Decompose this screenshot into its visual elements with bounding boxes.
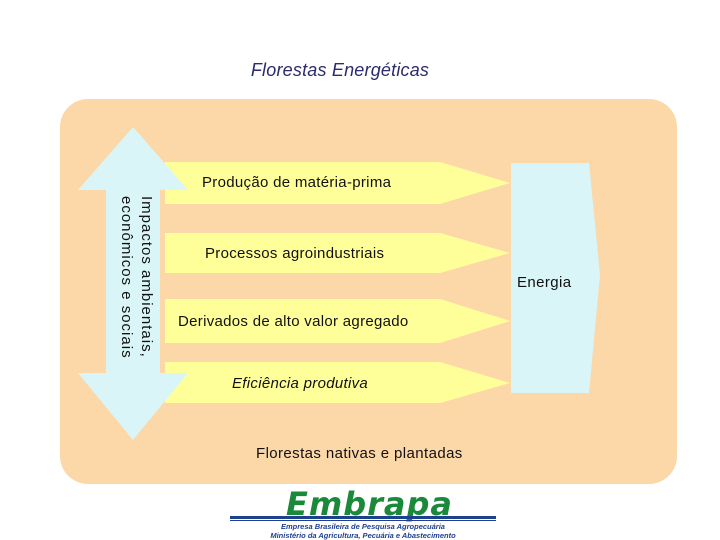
logo-rule-thin (230, 520, 496, 521)
embrapa-logo: Embrapa Empresa Brasileira de Pesquisa A… (230, 485, 498, 540)
arrow-label-producao: Produção de matéria-prima (202, 174, 392, 191)
arrow-label-processos: Processos agroindustriais (205, 245, 385, 262)
logo-subtitle-2: Ministério da Agricultura, Pecuária e Ab… (270, 531, 456, 540)
arrow-processos (165, 233, 510, 273)
logo-rule (230, 516, 496, 519)
arrow-eficiencia (165, 362, 510, 403)
diagram-title: Florestas Energéticas (250, 60, 430, 80)
arrow-label-derivados: Derivados de alto valor agregado (178, 313, 409, 330)
logo-subtitle-1: Empresa Brasileira de Pesquisa Agropecuá… (281, 522, 445, 531)
arrow-derivados (165, 299, 510, 343)
arrow-label-eficiencia: Eficiência produtiva (232, 375, 369, 392)
arrow-producao (165, 162, 510, 204)
energy-label: Energia (517, 274, 572, 291)
side-arrow-label: Impactos ambientais, econômicos e sociai… (118, 196, 155, 359)
bottom-label: Florestas nativas e plantadas (256, 445, 463, 462)
double-arrow (78, 127, 188, 440)
energy-block (511, 163, 600, 393)
